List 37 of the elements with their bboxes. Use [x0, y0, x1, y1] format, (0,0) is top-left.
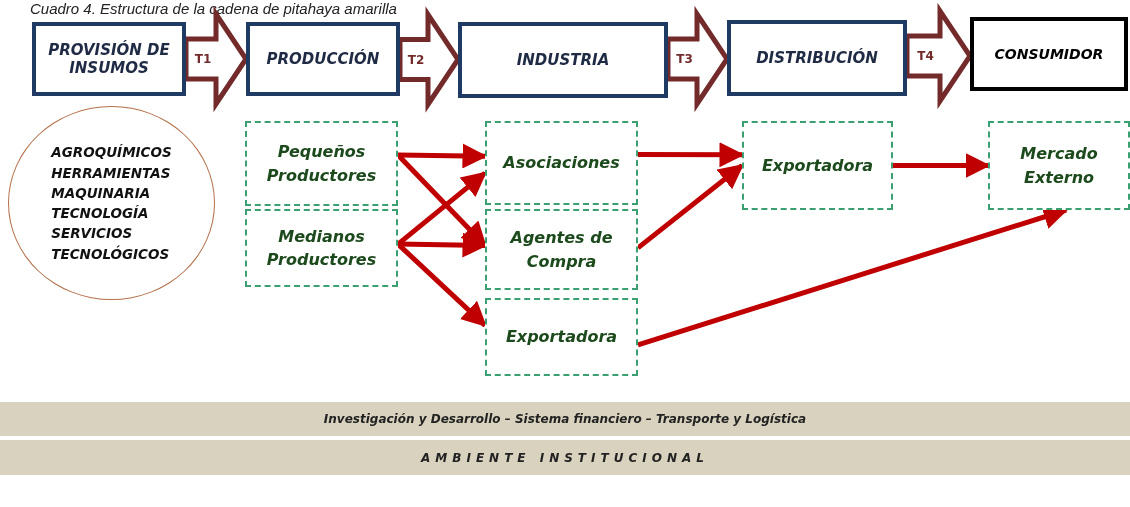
node-label: INDUSTRIA [516, 51, 610, 69]
institution-band [0, 440, 1130, 475]
list-item: MAQUINARIA [51, 183, 152, 203]
stage-box [727, 20, 907, 96]
edge-label: T4 [916, 49, 935, 63]
node-label: Asociaciones [503, 152, 620, 175]
stage-box [458, 22, 668, 98]
support-band [0, 402, 1130, 436]
edge-label: T1 [193, 52, 213, 66]
actor-box [485, 121, 638, 205]
node-label: CONSUMIDOR [994, 46, 1104, 62]
list-item: HERRAMIENTAS [51, 163, 172, 183]
node-label: PROVISIÓN DE INSUMOS [47, 41, 171, 77]
node-label: Medianos Productores [265, 225, 378, 271]
node-label: PRODUCCIÓN [266, 50, 380, 68]
actor-box [742, 121, 893, 210]
node-label: Exportadora [761, 154, 874, 177]
list-item: TECNOLOGÍA [51, 204, 150, 223]
stage-box [32, 22, 186, 96]
node-label: Exportadora [505, 326, 618, 349]
actor-box [245, 209, 398, 287]
node-label: Investigación y Desarrollo – Sistema financiero – Transporte y Logística [323, 412, 807, 426]
node-label: Agentes de Compra [508, 227, 614, 273]
list-item: AGROQUÍMICOS [51, 143, 172, 163]
node-label: Mercado Externo [1019, 143, 1099, 189]
node-label: Pequeños Productores [265, 141, 378, 187]
figure-title: Cuadro 4. Estructura de la cadena de pitahaya amarilla [30, 0, 397, 17]
edge-label: T3 [675, 52, 694, 66]
node-label: AMBIENTE INSTITUCIONAL [421, 450, 709, 465]
stage-box [246, 22, 400, 96]
actor-box [485, 209, 638, 290]
actor-box [988, 121, 1130, 210]
node-label: DISTRIBUCIÓN [756, 49, 878, 67]
actor-box [245, 121, 398, 206]
stage-box [970, 17, 1128, 91]
list-item: SERVICIOS TECNOLÓGICOS [51, 224, 171, 264]
actor-box [485, 298, 638, 376]
